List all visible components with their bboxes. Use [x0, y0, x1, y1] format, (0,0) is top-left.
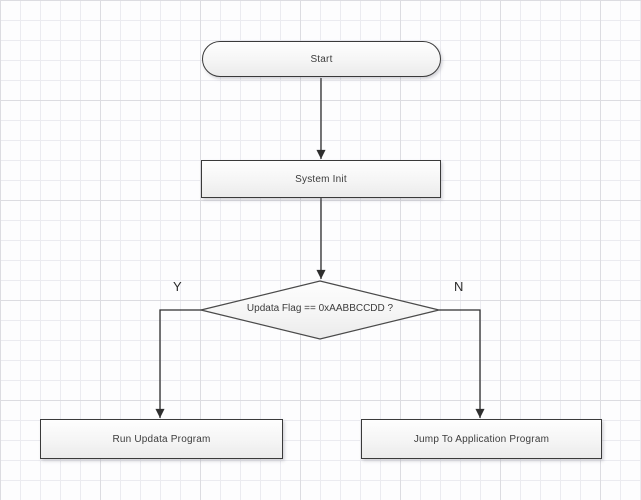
run-updata-label: Run Updata Program	[112, 433, 211, 445]
system-init-label: System Init	[295, 173, 347, 185]
connector-decision-yes[interactable]	[155, 309, 203, 419]
flow-node-jump-application[interactable]: Jump To Application Program	[361, 419, 602, 459]
decision-diamond-shape[interactable]	[200, 280, 440, 340]
connector-decision-no[interactable]	[439, 309, 485, 419]
flow-node-start[interactable]: Start	[202, 41, 441, 77]
flow-node-system-init[interactable]: System Init	[201, 160, 441, 198]
flow-node-run-updata[interactable]: Run Updata Program	[40, 419, 283, 459]
start-label: Start	[310, 53, 333, 65]
jump-application-label: Jump To Application Program	[413, 433, 550, 445]
